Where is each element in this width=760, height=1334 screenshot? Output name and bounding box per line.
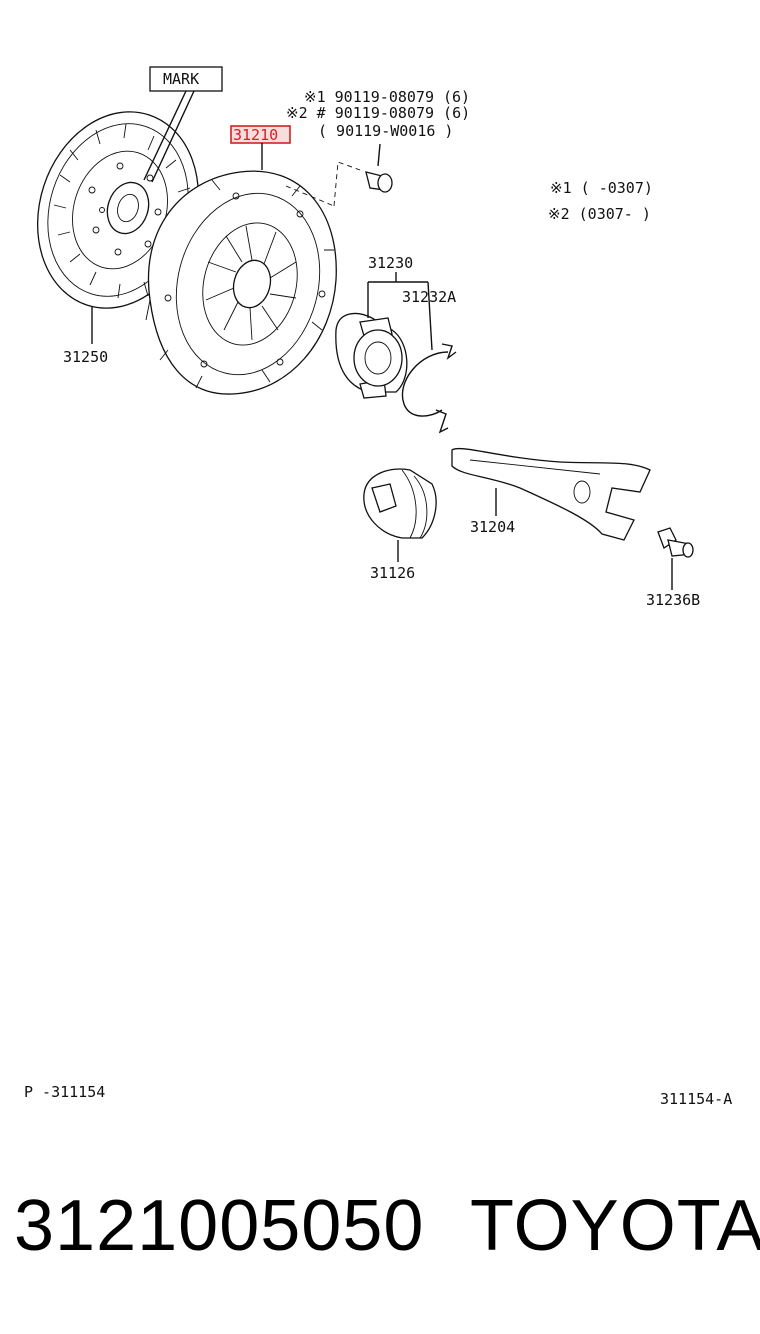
mark-label: MARK	[163, 70, 199, 88]
diagram-code-left: P -311154	[24, 1083, 105, 1101]
diagram-code-right: 311154-A	[660, 1090, 732, 1108]
boot-drawing	[363, 468, 437, 539]
part-31232a-callout[interactable]: 31232A	[402, 288, 456, 306]
part-31210-label: 31210	[233, 126, 278, 144]
release-bearing-drawing	[335, 312, 408, 399]
bolt-drawing	[285, 143, 393, 207]
clip-drawing	[401, 343, 457, 434]
note-2: ※2 (0307- )	[548, 205, 651, 223]
part-31210-callout[interactable]: 31210	[230, 125, 291, 170]
bolt-line-3: ( 90119-W0016 )	[318, 122, 453, 140]
bolt-line-2: ※2 # 90119-08079 (6)	[286, 104, 470, 122]
part-31230-label: 31230	[368, 254, 413, 272]
pivot-drawing	[657, 527, 694, 558]
part-31250-label: 31250	[63, 348, 108, 366]
part-31232a-label: 31232A	[402, 288, 456, 306]
bolt-callouts: ※1 90119-08079 (6) ※2 # 90119-08079 (6) …	[286, 88, 470, 140]
note-1: ※1 ( -0307)	[550, 179, 653, 197]
bolt-line-1: ※1 90119-08079 (6)	[304, 88, 470, 106]
part-31250-callout[interactable]: 31250	[63, 306, 108, 366]
applicability-notes: ※1 ( -0307) ※2 (0307- )	[548, 179, 653, 223]
clutch-cover-drawing	[145, 170, 337, 395]
part-31236b-label: 31236B	[646, 591, 700, 609]
brand-name: TOYOTA	[470, 1186, 760, 1266]
release-fork-drawing	[451, 447, 651, 541]
part-31236b-callout[interactable]: 31236B	[646, 558, 700, 609]
part-31126-label: 31126	[370, 564, 415, 582]
part-31230-callout[interactable]: 31230	[367, 254, 433, 351]
mark-callout: MARK	[143, 66, 223, 183]
part-31204-label: 31204	[470, 518, 515, 536]
part-31126-callout[interactable]: 31126	[370, 540, 415, 582]
part-number: 3121005050	[14, 1186, 425, 1266]
part-31204-callout[interactable]: 31204	[470, 488, 515, 536]
